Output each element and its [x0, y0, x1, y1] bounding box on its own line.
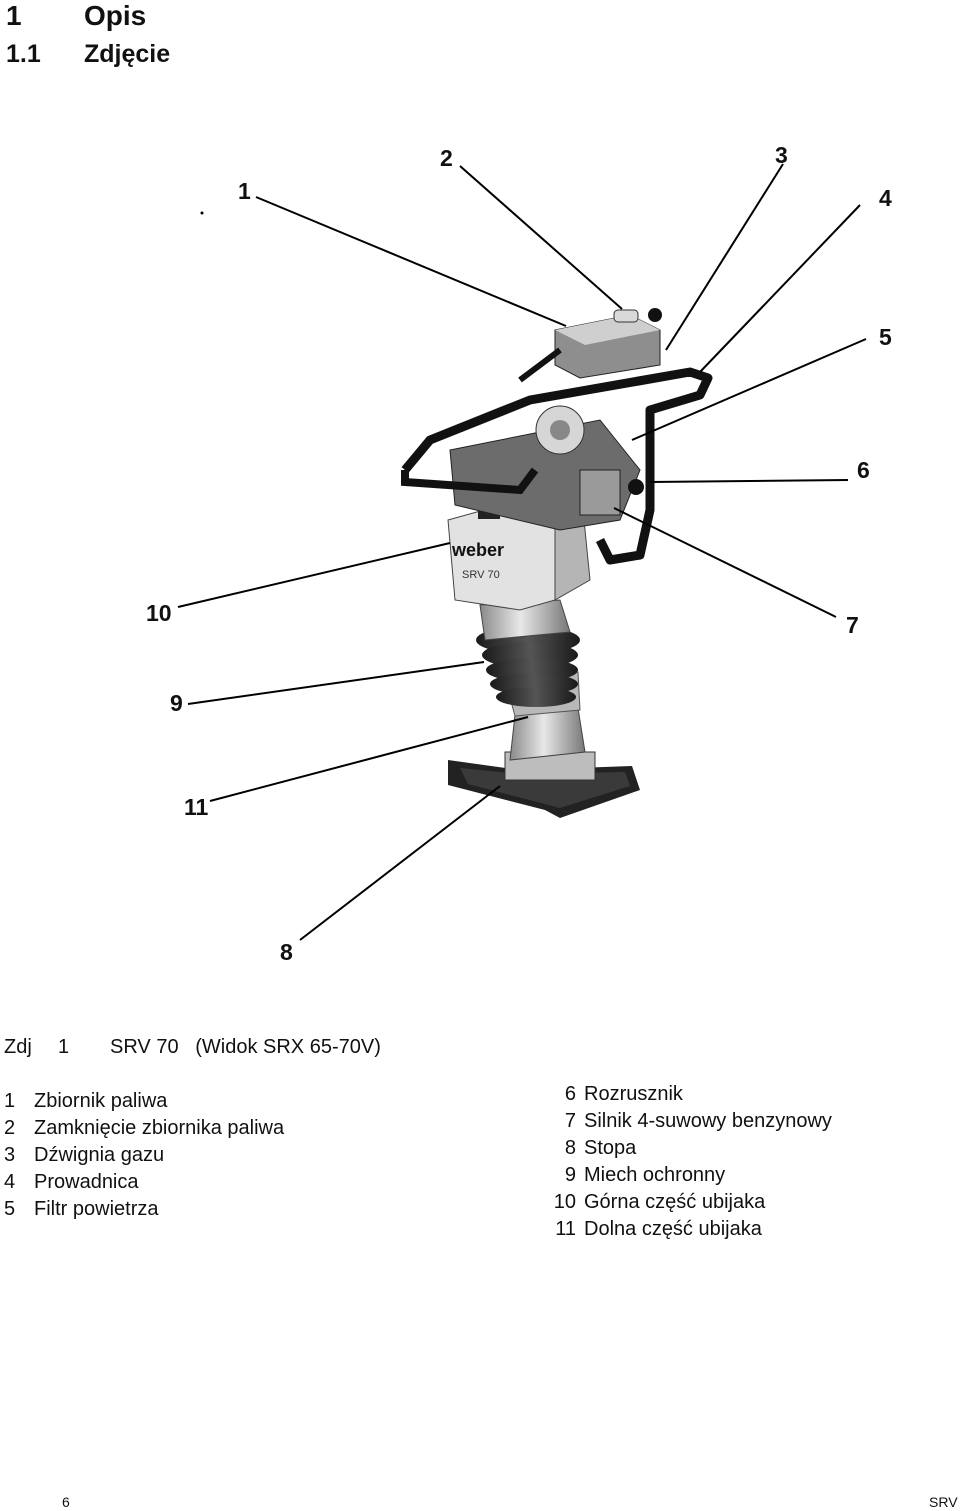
legend-item-number: 5	[4, 1198, 16, 1220]
subsection-title: Zdjęcie	[84, 40, 171, 68]
legend-item-label: Stopa	[584, 1137, 637, 1159]
page-number: 6	[62, 1494, 70, 1510]
callout-5: 5	[879, 324, 892, 350]
legend-item: 7 Silnik 4-suwowy benzynowy	[552, 1108, 832, 1135]
legend-item-number: 6	[564, 1083, 576, 1105]
callout-1: 1	[238, 178, 251, 204]
caption-prefix: Zdj	[4, 1036, 32, 1058]
legend-item-number: 10	[553, 1191, 576, 1213]
callout-3: 3	[775, 142, 788, 168]
machine-drawing: weber SRV 70	[401, 308, 713, 818]
caption-number: 1	[58, 1036, 70, 1058]
rammer-figure: weber SRV 70 1 2 3 4 5	[146, 142, 892, 965]
subsection-heading: 1.1 Zdjęcie	[6, 40, 170, 69]
callout-labels: 1 2 3 4 5 6 7 8 9 10 11	[146, 142, 892, 965]
legend-item-number: 11	[555, 1218, 576, 1240]
document-code: SRV	[929, 1494, 958, 1510]
section-heading: 1 Opis	[6, 0, 146, 32]
callout-9: 9	[170, 690, 183, 716]
legend-item-label: Górna część ubijaka	[584, 1191, 766, 1213]
legend-left: 1 Zbiornik paliwa 2 Zamknięcie zbiornika pa…	[4, 1088, 284, 1223]
legend-item: 2 Zamknięcie zbiornika paliwa	[4, 1115, 284, 1142]
callout-8: 8	[280, 939, 293, 965]
callout-2: 2	[440, 145, 453, 171]
legend-item-label: Rozrusznik	[584, 1083, 683, 1105]
legend-item-label: Filtr powietrza	[34, 1198, 159, 1220]
figure-caption: Zdj 1 SRV 70 (Widok SRX 65-70V)	[4, 1036, 381, 1059]
subsection-number: 1.1	[6, 40, 41, 68]
legend-item-label: Dźwignia gazu	[34, 1144, 165, 1166]
model-plate: SRV 70	[462, 569, 500, 581]
legend-item-number: 3	[4, 1144, 16, 1166]
legend-item: 11 Dolna część ubijaka	[552, 1216, 832, 1243]
section-title: Opis	[84, 0, 147, 31]
callout-4: 4	[879, 185, 892, 211]
legend-item: 3 Dźwignia gazu	[4, 1142, 284, 1169]
legend-item-label: Zamknięcie zbiornika paliwa	[34, 1117, 285, 1139]
legend-item-number: 4	[4, 1171, 16, 1193]
legend-right: 6 Rozrusznik 7 Silnik 4-suwowy benzynowy 8 St…	[552, 1081, 832, 1243]
legend-item: 10 Górna część ubijaka	[552, 1189, 832, 1216]
bellows-drawing	[476, 626, 580, 707]
callout-7: 7	[846, 612, 859, 638]
callout-6: 6	[857, 457, 870, 483]
legend-item: 8 Stopa	[552, 1135, 832, 1162]
leader-lines	[177, 163, 867, 941]
legend-item: 4 Prowadnica	[4, 1169, 284, 1196]
brand-logo: weber	[451, 540, 504, 560]
legend-item-label: Zbiornik paliwa	[34, 1090, 168, 1112]
legend-item-label: Dolna część ubijaka	[584, 1218, 762, 1240]
legend-item-number: 9	[564, 1164, 576, 1186]
section-number: 1	[6, 0, 22, 31]
caption-text: SRV 70 (Widok SRX 65-70V)	[110, 1036, 381, 1058]
legend-item-number: 7	[564, 1110, 576, 1132]
callout-10: 10	[146, 600, 172, 626]
legend-item: 1 Zbiornik paliwa	[4, 1088, 284, 1115]
legend-item: 6 Rozrusznik	[552, 1081, 832, 1108]
legend-item: 9 Miech ochronny	[552, 1162, 832, 1189]
legend-item-label: Silnik 4-suwowy benzynowy	[584, 1110, 832, 1132]
legend-item-label: Prowadnica	[34, 1171, 139, 1193]
legend-item-number: 8	[564, 1137, 576, 1159]
legend-item-label: Miech ochronny	[584, 1164, 726, 1186]
legend-item-number: 1	[4, 1090, 16, 1112]
legend-item-number: 2	[4, 1117, 16, 1139]
speck	[200, 211, 204, 215]
legend-item: 5 Filtr powietrza	[4, 1196, 284, 1223]
callout-11: 11	[184, 794, 209, 820]
